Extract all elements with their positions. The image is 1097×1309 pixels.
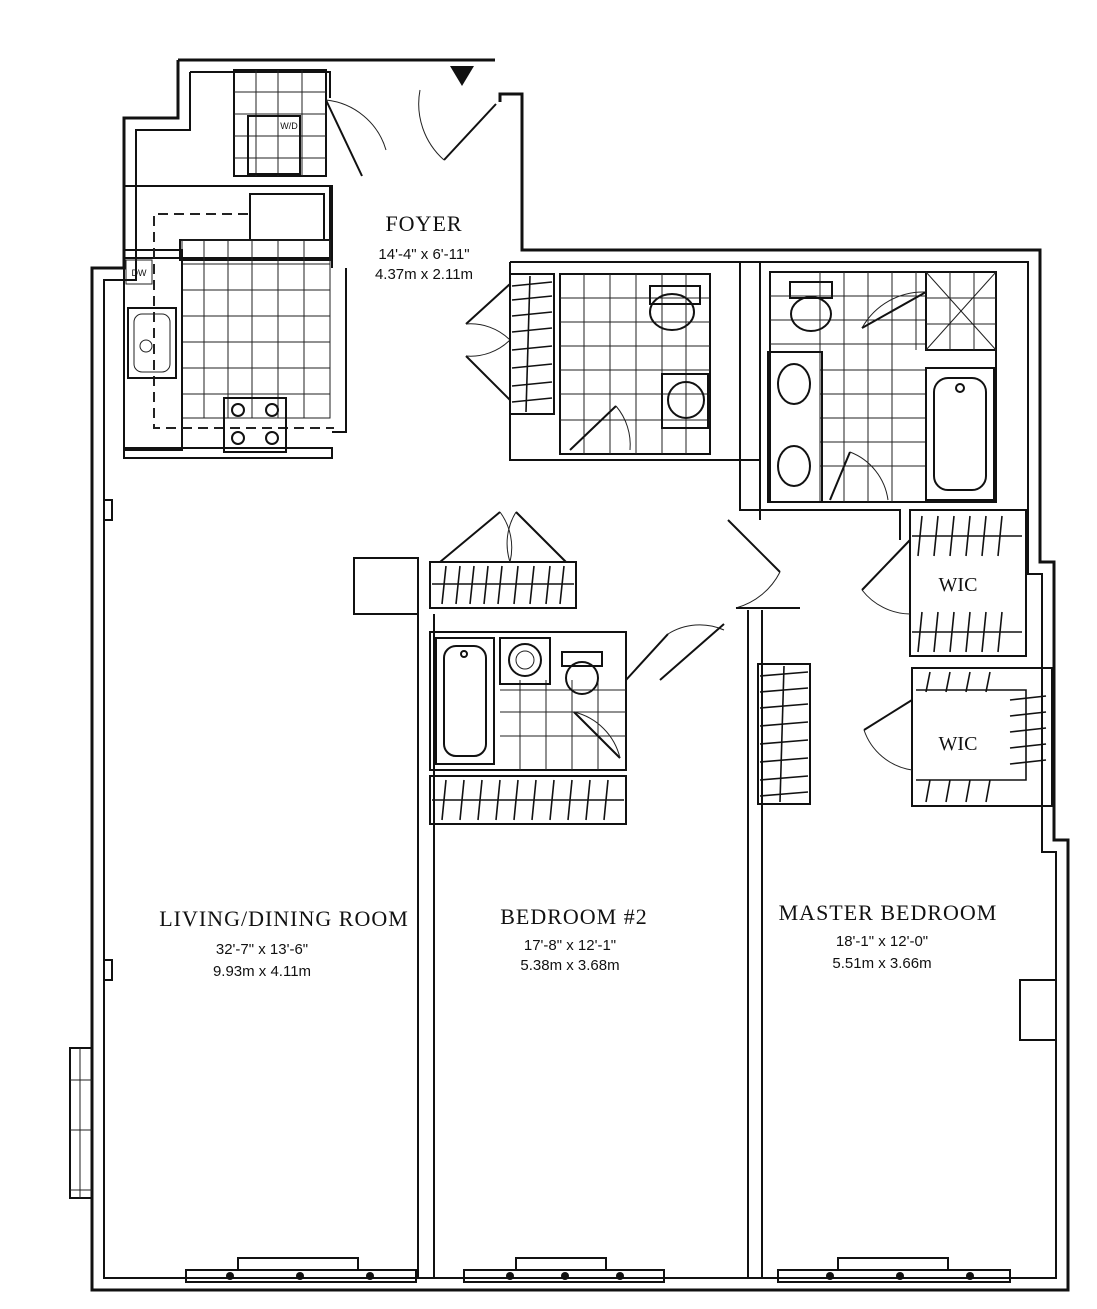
bedroom2-label: BEDROOM #2 17'-8" x 12'-1" 5.38m x 3.68m [500, 904, 648, 974]
foyer-label: FOYER 14'-4" x 6'-11" 4.37m x 2.11m [375, 211, 473, 283]
foyer-imperial: 14'-4" x 6'-11" [378, 246, 469, 263]
exterior-walls [90, 58, 1070, 1292]
living-imperial: 32'-7" x 13'-6" [216, 941, 308, 958]
master-label: MASTER BEDROOM 18'-1" x 12'-0" 5.51m x 3… [779, 900, 998, 972]
wic-upper-label: WIC [939, 574, 978, 596]
washer-dryer-label: W/D [280, 121, 298, 131]
master-metric: 5.51m x 3.66m [832, 955, 931, 972]
bedroom2-bath [429, 623, 725, 825]
bedroom2-imperial: 17'-8" x 12'-1" [524, 937, 616, 954]
wic-lower [863, 667, 1053, 807]
master-hall-closet [757, 663, 811, 805]
wic-upper [861, 509, 1027, 657]
foyer-name: FOYER [385, 211, 462, 236]
left-window [69, 1047, 93, 1199]
bedroom2-metric: 5.38m x 3.68m [520, 957, 619, 974]
master-name: MASTER BEDROOM [779, 900, 998, 925]
hall-bath [559, 273, 711, 455]
interior-walls [332, 262, 901, 1278]
living-label: LIVING/DINING ROOM 32'-7" x 13'-6" 9.93m… [159, 906, 409, 980]
foyer-metric: 4.37m x 2.11m [375, 266, 473, 283]
master-imperial: 18'-1" x 12'-0" [836, 933, 928, 950]
kitchen [123, 185, 334, 459]
bedroom2-name: BEDROOM #2 [500, 904, 648, 929]
living-metric: 9.93m x 4.11m [213, 963, 311, 980]
linen-closet [429, 511, 577, 609]
master-bath [767, 271, 997, 503]
entry-arrow-icon [450, 66, 474, 86]
laundry-closet [233, 69, 387, 177]
living-name: LIVING/DINING ROOM [159, 906, 409, 931]
entry-door [418, 89, 497, 161]
dishwasher-label: DW [132, 268, 147, 278]
bottom-windows [185, 1257, 1011, 1283]
wic-lower-label: WIC [939, 733, 978, 755]
